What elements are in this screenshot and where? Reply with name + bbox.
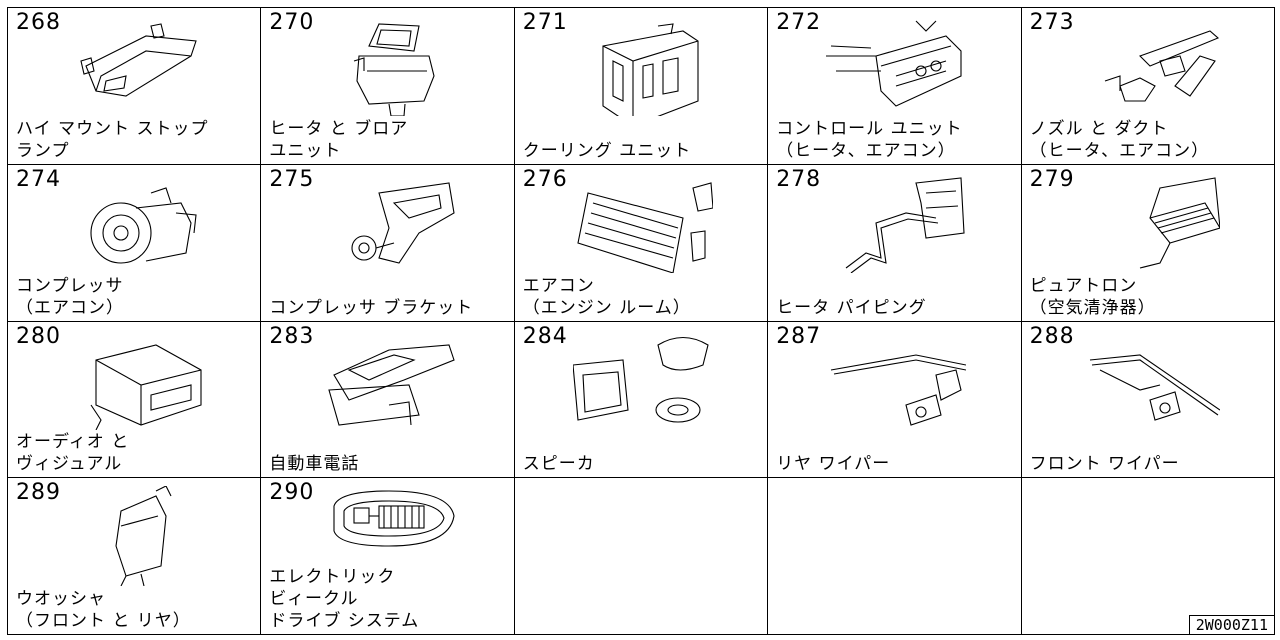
- cell-279[interactable]: 279 ピュアトロン （空気清浄器）: [1021, 164, 1275, 322]
- part-label: フロント ワイパー: [1029, 454, 1180, 475]
- part-label: コントロール ユニット （ヒータ、エアコン）: [776, 118, 963, 161]
- cell-274[interactable]: 274 コンプレッサ （エアコン）: [8, 164, 262, 322]
- car-phone-icon: [328, 343, 456, 426]
- cell-271[interactable]: 271 クーリング ユニット: [514, 8, 769, 165]
- part-number: 274: [16, 166, 61, 192]
- part-number: 279: [1029, 166, 1075, 192]
- part-label: ハイ マウント ストップ ランプ: [16, 118, 209, 161]
- part-number: 275: [269, 166, 315, 192]
- part-label: エレクトリック ビィークル ドライブ システム: [269, 567, 420, 631]
- part-number: 278: [776, 166, 822, 192]
- part-label: オーディオ と ヴィジュアル: [16, 432, 130, 475]
- rear-wiper-icon: [831, 353, 967, 426]
- part-label: スピーカ: [522, 454, 595, 475]
- empty-cell: [514, 478, 769, 635]
- figure-code: 2W000Z11: [1188, 615, 1275, 635]
- front-wiper-icon: [1089, 353, 1220, 421]
- part-number: 268: [16, 10, 61, 35]
- part-number: 273: [1029, 10, 1075, 35]
- part-label: リヤ ワイパー: [776, 454, 891, 475]
- aircon-engine-room-icon: [577, 182, 713, 273]
- cell-290[interactable]: 290 エレクトリック ビィークル ドライブ システム: [261, 478, 515, 635]
- part-label: 自動車電話: [269, 454, 360, 475]
- cell-289[interactable]: 289 ウオッシャ （フロント と リヤ）: [8, 478, 262, 635]
- part-number: 270: [269, 10, 315, 35]
- audio-visual-icon: [90, 343, 202, 430]
- part-number: 289: [16, 480, 61, 506]
- air-purifier-icon: [1139, 177, 1220, 269]
- ev-drive-system-icon: [333, 490, 455, 547]
- part-number: 276: [522, 166, 568, 192]
- part-number: 288: [1029, 323, 1075, 349]
- empty-cell: [768, 478, 1022, 635]
- high-mount-stop-lamp-icon: [80, 23, 197, 97]
- part-label: ヒータ パイピング: [776, 297, 927, 318]
- part-label: エアコン （エンジン ルーム）: [522, 275, 691, 318]
- compressor-bracket-icon: [351, 182, 455, 264]
- heater-blower-unit-icon: [354, 23, 435, 116]
- part-number: 284: [522, 323, 568, 349]
- cell-278[interactable]: 278 ヒータ パイピング: [768, 164, 1022, 322]
- part-label: ヒータ と ブロア ユニット: [269, 118, 409, 161]
- washer-icon: [115, 486, 172, 587]
- part-label: クーリング ユニット: [522, 140, 692, 161]
- cell-276[interactable]: 276 エアコン （エンジン ルーム）: [514, 164, 769, 322]
- speaker-icon: [572, 336, 709, 423]
- heater-piping-icon: [845, 177, 965, 273]
- cell-273[interactable]: 273 ノズル と ダクト （ヒータ、エアコン）: [1021, 8, 1275, 165]
- cell-284[interactable]: 284 スピーカ: [514, 321, 769, 479]
- compressor-icon: [90, 187, 197, 264]
- part-number: 271: [522, 10, 568, 35]
- cell-280[interactable]: 280 オーディオ と ヴィジュアル: [8, 321, 262, 479]
- cell-270[interactable]: 270 ヒータ と ブロア ユニット: [261, 8, 515, 165]
- part-number: 280: [16, 323, 61, 349]
- cell-287[interactable]: 287 リヤ ワイパー: [768, 321, 1022, 479]
- nozzle-duct-icon: [1104, 30, 1219, 102]
- part-label: ノズル と ダクト （ヒータ、エアコン）: [1029, 118, 1210, 161]
- part-label: コンプレッサ ブラケット: [269, 297, 474, 318]
- cell-268[interactable]: 268 ハイ マウント ストップ ランプ: [8, 8, 262, 165]
- part-label: ウオッシャ （フロント と リヤ）: [16, 589, 191, 631]
- empty-cell: [1021, 478, 1275, 635]
- cell-272[interactable]: 272 コントロール ユニット （ヒータ、エアコン）: [768, 8, 1022, 165]
- part-number: 287: [776, 323, 822, 349]
- part-number: 283: [269, 323, 315, 349]
- part-number: 290: [269, 480, 315, 506]
- part-number: 272: [776, 10, 822, 35]
- cell-283[interactable]: 283 自動車電話: [261, 321, 515, 479]
- cooling-unit-icon: [602, 23, 699, 116]
- cell-275[interactable]: 275 コンプレッサ ブラケット: [261, 164, 515, 322]
- cell-288[interactable]: 288 フロント ワイパー: [1021, 321, 1275, 479]
- parts-index-grid: 268 ハイ マウント ストップ ランプ 270 ヒータ と ブロア ユニット …: [7, 7, 1275, 635]
- control-unit-icon: [826, 20, 962, 107]
- part-label: コンプレッサ （エアコン）: [16, 275, 124, 318]
- part-label: ピュアトロン （空気清浄器）: [1029, 275, 1156, 318]
